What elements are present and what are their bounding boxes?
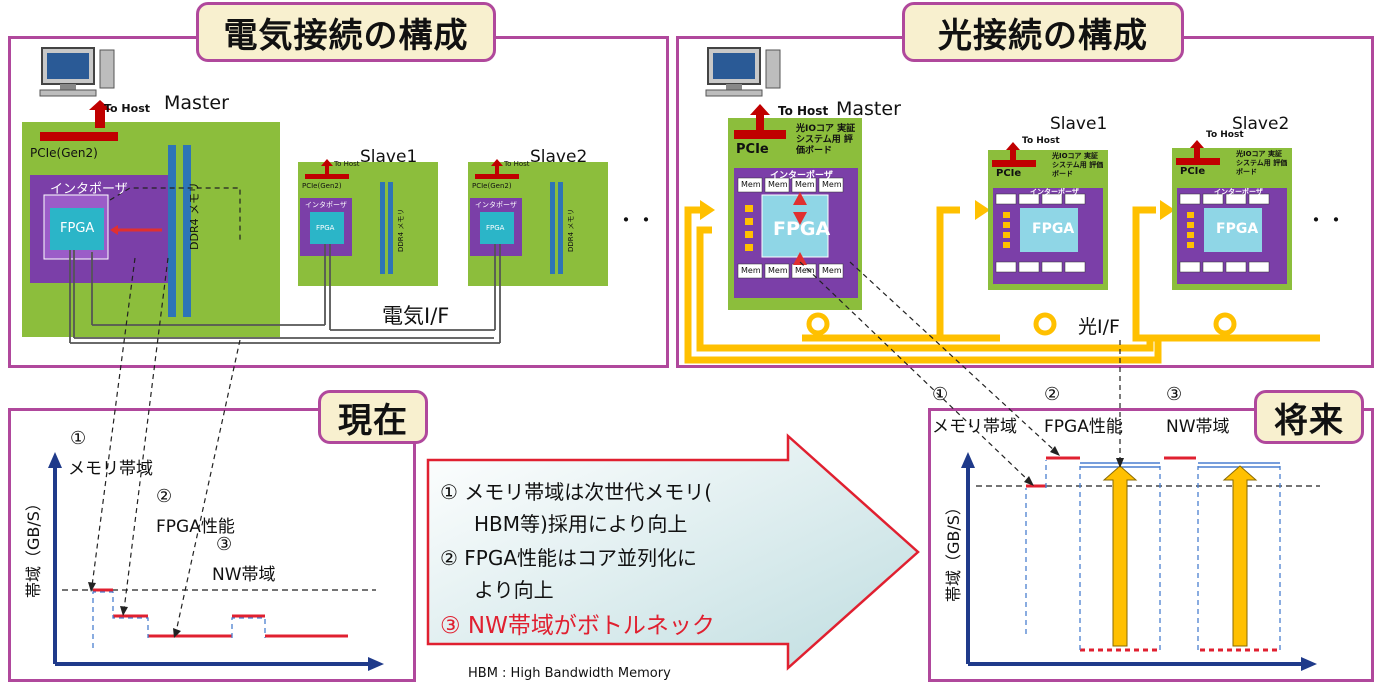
future-chart-panel	[928, 408, 1374, 682]
opt-master-mem-6: Mem	[768, 266, 788, 275]
opt-slave2-label: Slave2	[1232, 114, 1290, 134]
opt-master-mem-1: Mem	[741, 180, 761, 189]
opt-master-mem-8: Mem	[822, 266, 842, 275]
opt-slave2-interposer: インターポーザ	[1214, 188, 1263, 196]
current-num-1: ①	[70, 428, 87, 449]
elec-slave2-fpga: FPGA	[486, 224, 505, 232]
elec-slave1-to-host: To Host	[334, 160, 360, 168]
current-chart-panel	[8, 408, 416, 682]
opt-slave1-interposer: インターポーザ	[1030, 188, 1079, 196]
elec-pcie-label: PCIe(Gen2)	[30, 146, 98, 160]
future-text-1: メモリ帯域	[932, 417, 1017, 437]
opt-slave1-pcie: PCIe	[996, 168, 1022, 179]
opt-if-label: 光I/F	[1078, 316, 1120, 338]
elec-fpga-label: FPGA	[60, 221, 95, 236]
opt-master-mem-7: Mem	[795, 266, 815, 275]
callout-line-1: ① メモリ帯域は次世代メモリ(	[440, 480, 713, 504]
current-text-2: FPGA性能	[156, 517, 235, 537]
callout-line-2: HBM等)採用により向上	[474, 512, 688, 536]
opt-ellipsis: ・・	[1306, 208, 1346, 232]
opt-master-board-label: 光IOコア 実証システム用 評価ボード	[796, 124, 856, 156]
opt-master-label: Master	[836, 98, 901, 120]
opt-slave2-fpga: FPGA	[1216, 221, 1259, 237]
elec-master-to-host: To Host	[104, 102, 150, 115]
future-text-2: FPGA性能	[1044, 417, 1123, 437]
elec-if-label: 電気I/F	[382, 304, 450, 328]
opt-slave2-board-label: 光IOコア 実証システム用 評価ボード	[1236, 150, 1288, 176]
opt-slave1-fpga: FPGA	[1032, 221, 1075, 237]
elec-slave1-pcie: PCIe(Gen2)	[302, 182, 342, 190]
elec-master-label: Master	[164, 92, 229, 114]
elec-slave1-fpga: FPGA	[316, 224, 335, 232]
current-num-2: ②	[156, 486, 173, 507]
elec-slave2-to-host: To Host	[504, 160, 530, 168]
tag-electrical: 電気接続の構成	[196, 2, 496, 62]
opt-slave2-pcie: PCIe	[1180, 166, 1206, 177]
current-ylabel: 帯域（GB/S）	[24, 495, 43, 598]
opt-master-mem-5: Mem	[741, 266, 761, 275]
elec-slave1-label: Slave1	[360, 147, 418, 167]
elec-ddr4-label: DDR4 メモリ	[188, 181, 201, 250]
elec-ellipsis: ・・	[616, 208, 656, 232]
opt-master-fpga: FPGA	[773, 218, 831, 240]
opt-slave1-board-label: 光IOコア 実証システム用 評価ボード	[1052, 152, 1104, 178]
tag-future: 将来	[1254, 390, 1364, 444]
elec-slave2-interposer: インタポーザ	[475, 201, 517, 209]
current-text-1: メモリ帯域	[68, 459, 153, 479]
opt-slave2-to-host: To Host	[1206, 130, 1244, 140]
footnote: HBM : High Bandwidth Memory	[468, 666, 671, 681]
opt-master-to-host: To Host	[778, 104, 829, 118]
elec-slave1-interposer: インタポーザ	[305, 201, 347, 209]
future-text-3: NW帯域	[1166, 417, 1230, 437]
opt-master-interposer: インターポーザ	[770, 171, 833, 181]
future-ylabel: 帯域（GB/S）	[944, 499, 963, 602]
opt-master-mem-2: Mem	[768, 180, 788, 189]
current-num-3: ③	[216, 534, 233, 555]
opt-slave1-label: Slave1	[1050, 114, 1108, 134]
tag-current: 現在	[318, 390, 428, 444]
opt-master-pcie: PCIe	[736, 142, 769, 157]
optical-config-panel	[676, 36, 1374, 368]
opt-slave1-to-host: To Host	[1022, 136, 1060, 146]
elec-slave2-label: Slave2	[530, 147, 588, 167]
callout-line-3: ② FPGA性能はコア並列化に	[440, 546, 698, 570]
elec-slave2-ddr4: DDR4 メモリ	[567, 208, 575, 252]
elec-slave2-pcie: PCIe(Gen2)	[472, 182, 512, 190]
future-num-3: ③	[1166, 384, 1183, 405]
callout-line-4: より向上	[474, 578, 554, 602]
opt-master-mem-4: Mem	[822, 180, 842, 189]
elec-interposer-label: インタポーザ	[50, 182, 128, 197]
elec-slave1-ddr4: DDR4 メモリ	[397, 208, 405, 252]
opt-master-mem-3: Mem	[795, 180, 815, 189]
callout-line-5: ③ NW帯域がボトルネック	[440, 613, 715, 639]
current-text-3: NW帯域	[212, 565, 276, 585]
tag-optical: 光接続の構成	[902, 2, 1184, 62]
future-num-2: ②	[1044, 384, 1061, 405]
future-num-1: ①	[932, 384, 949, 405]
